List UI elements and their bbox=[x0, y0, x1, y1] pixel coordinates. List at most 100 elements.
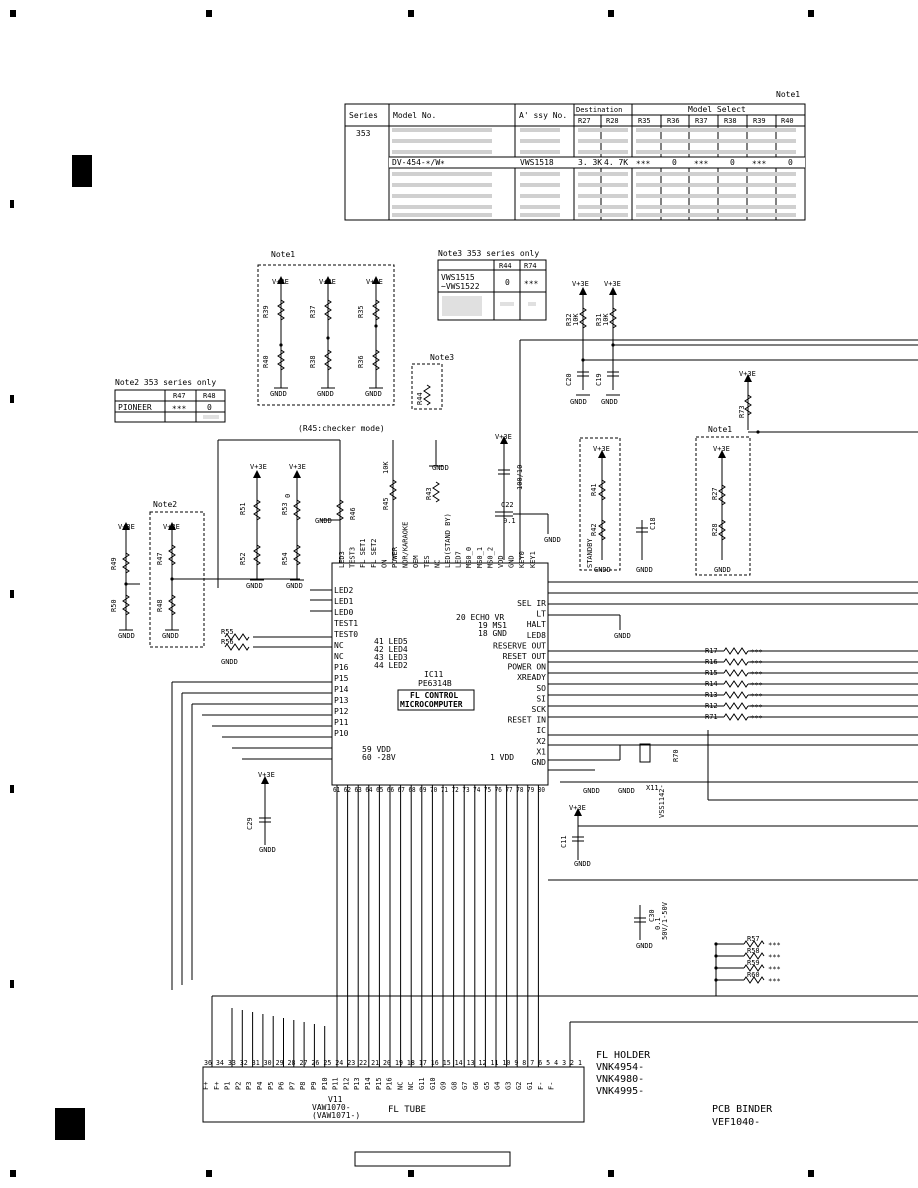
ic-right-pin: SEL IR bbox=[517, 599, 546, 608]
svg-text:3. 3K: 3. 3K bbox=[578, 158, 602, 167]
resistor-ref: R17 bbox=[705, 647, 718, 655]
ic-bottom-numbers: 61 62 63 64 65 66 67 68 69 70 71 72 73 7… bbox=[333, 786, 545, 794]
svg-text:R27: R27 bbox=[578, 117, 591, 125]
svg-text:V+3E: V+3E bbox=[713, 445, 730, 453]
svg-text:GNDD: GNDD bbox=[636, 942, 653, 950]
svg-text:0.1: 0.1 bbox=[654, 917, 662, 930]
svg-text:R38: R38 bbox=[724, 117, 737, 125]
svg-text:V+3E: V+3E bbox=[272, 278, 289, 286]
svg-text:R55: R55 bbox=[221, 628, 234, 636]
fl-tube: 36 34 33 32 31 30 29 28 27 26 25 24 23 2… bbox=[202, 1059, 585, 1123]
tube-pin: P4 bbox=[256, 1082, 264, 1090]
tube-pin: G5 bbox=[483, 1082, 491, 1090]
svg-text:R74: R74 bbox=[524, 262, 537, 270]
ic-top-pin: LED3 bbox=[338, 551, 346, 568]
tube-pin: G4 bbox=[494, 1082, 502, 1090]
svg-text:R28: R28 bbox=[711, 523, 719, 536]
svg-text:R51: R51 bbox=[239, 502, 247, 515]
resistor bbox=[743, 976, 765, 984]
tube-pin: G7 bbox=[461, 1082, 469, 1090]
ic-top-pin: FL SET1 bbox=[359, 538, 367, 568]
tube-pin: NC bbox=[396, 1082, 404, 1090]
svg-text:R44: R44 bbox=[499, 262, 512, 270]
r45-r43-block: R45 10K GNDD R43 bbox=[382, 440, 449, 560]
table-note-label: Note1 bbox=[776, 90, 800, 99]
ic-top-pin: FL SET2 bbox=[370, 538, 378, 568]
svg-text:C20: C20 bbox=[565, 373, 573, 386]
svg-text:0: 0 bbox=[284, 494, 292, 498]
ic-left-pin: P16 bbox=[334, 663, 349, 672]
svg-text:∗∗∗: ∗∗∗ bbox=[172, 403, 187, 412]
tube-pin: G10 bbox=[429, 1077, 437, 1090]
fl-holder-title: FL HOLDER bbox=[596, 1050, 651, 1061]
svg-text:R56: R56 bbox=[221, 638, 234, 646]
ic-left-pin: LED2 bbox=[334, 586, 353, 595]
tube-pin: F- bbox=[548, 1082, 556, 1090]
svg-text:VNK4980-: VNK4980- bbox=[596, 1074, 644, 1085]
ic-inner-label: 60 -28V bbox=[362, 753, 396, 762]
ic-left-pin-labels: LED2LED1LED0TEST1TEST0NCNCP16P15P14P13P1… bbox=[334, 586, 358, 738]
svg-text:10K: 10K bbox=[572, 313, 580, 326]
ic-left-pin: P11 bbox=[334, 718, 349, 727]
svg-text:V+3E: V+3E bbox=[604, 280, 621, 288]
ic-left-pin: NC bbox=[334, 652, 344, 661]
resistor bbox=[723, 691, 749, 699]
note3-r44-block: Note3 R44 bbox=[411, 353, 454, 410]
svg-text:R35: R35 bbox=[638, 117, 651, 125]
svg-text:R52: R52 bbox=[239, 552, 247, 565]
svg-text:C22: C22 bbox=[501, 501, 514, 509]
ic-top-pin: ON bbox=[380, 560, 388, 568]
resistor bbox=[723, 658, 749, 666]
ic-top-pin: NC bbox=[433, 560, 441, 568]
ic-top-pin: MS0_1 bbox=[476, 547, 484, 568]
resistor-ref: R13 bbox=[705, 691, 718, 699]
note3-table: Note3 353 series only R44 R74 VWS1515 ∼V… bbox=[437, 249, 547, 321]
tube-pin: P2 bbox=[234, 1082, 242, 1090]
svg-text:GNDD: GNDD bbox=[714, 566, 731, 574]
svg-text:R38: R38 bbox=[309, 355, 317, 368]
resistor-value: ∗∗∗ bbox=[750, 680, 763, 688]
ic-inner-label: 20 ECHO VR bbox=[456, 613, 504, 622]
svg-text:R39: R39 bbox=[753, 117, 766, 125]
note2-table: Note2 353 series only R47 R48 PIONEER ∗∗… bbox=[114, 378, 226, 423]
svg-text:R40: R40 bbox=[262, 355, 270, 368]
ic-inner-label: 1 VDD bbox=[490, 753, 514, 762]
note1-right-block: Note1 V+3E R27 R28 GNDD V+3E R73 bbox=[695, 370, 918, 576]
svg-text:R70: R70 bbox=[672, 749, 680, 762]
svg-text:V+3E: V+3E bbox=[118, 523, 135, 531]
svg-text:0: 0 bbox=[672, 158, 677, 167]
svg-text:X11: X11 bbox=[646, 784, 659, 792]
page-tab bbox=[55, 1108, 85, 1140]
svg-text:GNDD: GNDD bbox=[259, 846, 276, 854]
ic-top-pin: LED7 bbox=[455, 551, 463, 568]
svg-text:GNDD: GNDD bbox=[636, 566, 653, 574]
svg-text:0: 0 bbox=[730, 158, 735, 167]
pcb-binder-title: PCB BINDER bbox=[712, 1104, 773, 1115]
svg-text:C29: C29 bbox=[246, 817, 254, 830]
svg-text:GNDD: GNDD bbox=[270, 390, 287, 398]
ic-left-pin: P10 bbox=[334, 729, 349, 738]
ic-top-pin: TEST3 bbox=[349, 547, 357, 568]
svg-text:10K: 10K bbox=[602, 313, 610, 326]
svg-text:R42: R42 bbox=[590, 523, 598, 536]
hdr-destination: Destination bbox=[576, 106, 622, 114]
svg-text:∗∗∗: ∗∗∗ bbox=[752, 158, 767, 167]
resistor-value: ∗∗∗ bbox=[750, 669, 763, 677]
resistor bbox=[723, 713, 749, 721]
r31-r32-block: V+3E V+3E R32 R31 10K 10K C20 C19 GNDD G… bbox=[565, 280, 918, 406]
svg-text:0: 0 bbox=[505, 278, 510, 287]
svg-text:0: 0 bbox=[788, 158, 793, 167]
svg-text:R36: R36 bbox=[667, 117, 680, 125]
svg-text:GNDD: GNDD bbox=[574, 860, 591, 868]
ic-left-pin: P14 bbox=[334, 685, 349, 694]
ic-inner-label: 42 LED4 bbox=[374, 645, 408, 654]
ic-inner-label: 43 LED3 bbox=[374, 653, 408, 662]
resistor-value: ∗∗∗ bbox=[768, 940, 781, 948]
tube-pin: P3 bbox=[245, 1082, 253, 1090]
resistor-ref: R14 bbox=[705, 680, 718, 688]
resistor-ref: R16 bbox=[705, 658, 718, 666]
svg-text:GNDD: GNDD bbox=[614, 632, 631, 640]
right-wires: GNDD X11 VSS1142- R70 GNDD GNDD V+3E C11… bbox=[519, 339, 918, 950]
svg-text:GNDD: GNDD bbox=[317, 390, 334, 398]
